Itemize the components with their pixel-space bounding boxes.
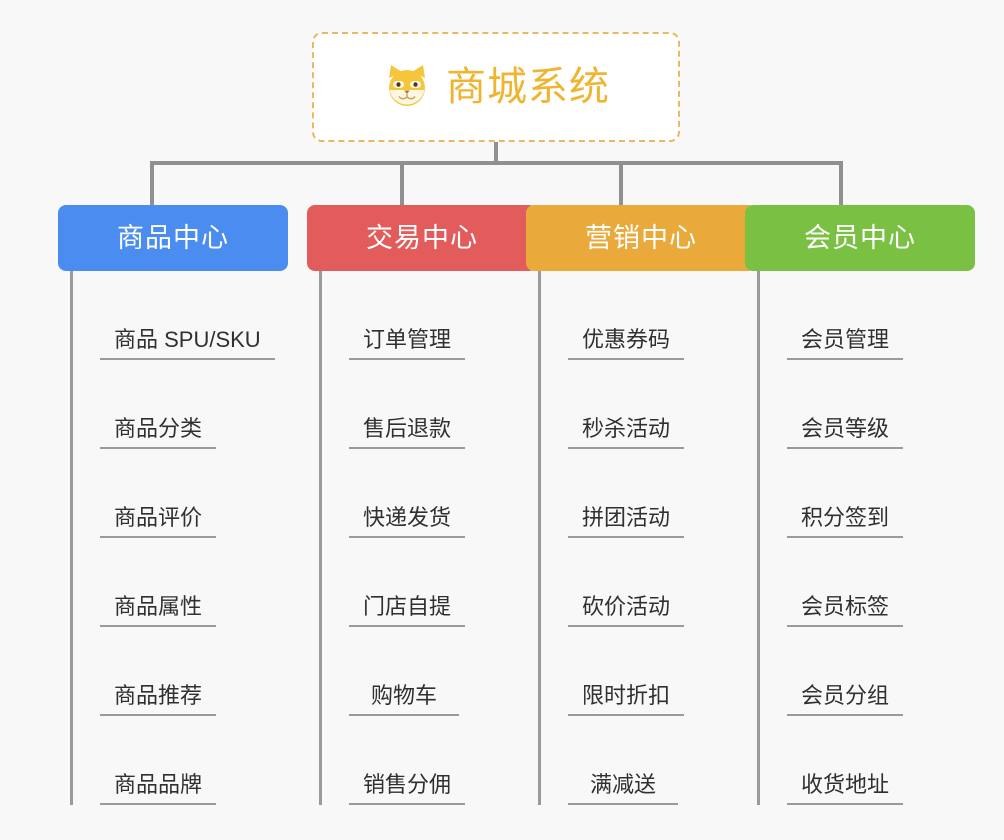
leaf-item[interactable]: 砍价活动 <box>538 538 756 627</box>
leaf-label: 门店自提 <box>363 593 452 619</box>
connector-drop-1 <box>150 161 154 207</box>
leaf-label: 快递发货 <box>363 504 452 530</box>
leaf-label: 秒杀活动 <box>582 415 671 441</box>
branch-column-1: 商品中心 商品 SPU/SKU 商品分类 商品评价 商品属性 商品推荐 商品品牌 <box>58 205 288 805</box>
leaf-label: 售后退款 <box>363 415 452 441</box>
category-box-1[interactable]: 商品中心 <box>58 205 288 271</box>
leaf-item[interactable]: 限时折扣 <box>538 627 756 716</box>
leaf-label: 会员标签 <box>801 593 890 619</box>
leaf-label: 会员等级 <box>801 415 890 441</box>
leaf-item[interactable]: 会员标签 <box>757 538 975 627</box>
leaf-item[interactable]: 收货地址 <box>757 716 975 805</box>
leaf-spine-4 <box>757 271 760 805</box>
leaf-label: 销售分佣 <box>363 771 452 797</box>
leaf-label: 会员分组 <box>801 682 890 708</box>
leaf-item[interactable]: 满减送 <box>538 716 756 805</box>
branch-column-2: 交易中心 订单管理 售后退款 快递发货 门店自提 购物车 销售分佣 <box>307 205 537 805</box>
leaf-label: 拼团活动 <box>582 504 671 530</box>
leaf-label: 优惠券码 <box>582 326 671 352</box>
category-box-2[interactable]: 交易中心 <box>307 205 537 271</box>
connector-drop-3 <box>619 161 623 207</box>
leaf-item[interactable]: 门店自提 <box>319 538 537 627</box>
shiba-dog-face-icon <box>382 62 432 112</box>
leaf-item[interactable]: 秒杀活动 <box>538 360 756 449</box>
leaf-label: 收货地址 <box>801 771 890 797</box>
leaf-item[interactable]: 订单管理 <box>319 271 537 360</box>
leaf-spine-2 <box>319 271 322 805</box>
connector-drop-2 <box>400 161 404 207</box>
root-title: 商城系统 <box>446 65 610 109</box>
leaf-list-4: 会员管理 会员等级 积分签到 会员标签 会员分组 收货地址 <box>757 271 975 805</box>
leaf-label: 会员管理 <box>801 326 890 352</box>
leaf-item[interactable]: 拼团活动 <box>538 449 756 538</box>
leaf-label: 商品 SPU/SKU <box>114 326 261 352</box>
leaf-item[interactable]: 售后退款 <box>319 360 537 449</box>
category-label-2: 交易中心 <box>366 222 478 253</box>
leaf-label: 商品分类 <box>114 415 203 441</box>
leaf-item[interactable]: 快递发货 <box>319 449 537 538</box>
leaf-list-1: 商品 SPU/SKU 商品分类 商品评价 商品属性 商品推荐 商品品牌 <box>70 271 288 805</box>
leaf-label: 购物车 <box>370 682 437 708</box>
branch-column-3: 营销中心 优惠券码 秒杀活动 拼团活动 砍价活动 限时折扣 满减送 <box>526 205 756 805</box>
leaf-label: 商品推荐 <box>114 682 203 708</box>
connector-horizontal-bar <box>150 161 842 165</box>
category-box-3[interactable]: 营销中心 <box>526 205 756 271</box>
leaf-label: 砍价活动 <box>582 593 671 619</box>
leaf-label: 商品评价 <box>114 504 203 530</box>
leaf-item[interactable]: 商品 SPU/SKU <box>70 271 288 360</box>
connector-drop-4 <box>839 161 843 207</box>
leaf-item[interactable]: 会员管理 <box>757 271 975 360</box>
leaf-list-3: 优惠券码 秒杀活动 拼团活动 砍价活动 限时折扣 满减送 <box>538 271 756 805</box>
leaf-item[interactable]: 会员分组 <box>757 627 975 716</box>
leaf-label: 满减送 <box>589 771 656 797</box>
leaf-item[interactable]: 会员等级 <box>757 360 975 449</box>
leaf-label: 积分签到 <box>801 504 890 530</box>
leaf-item[interactable]: 积分签到 <box>757 449 975 538</box>
leaf-item[interactable]: 商品评价 <box>70 449 288 538</box>
leaf-label: 商品品牌 <box>114 771 203 797</box>
leaf-item[interactable]: 销售分佣 <box>319 716 537 805</box>
category-label-3: 营销中心 <box>585 222 697 253</box>
branch-column-4: 会员中心 会员管理 会员等级 积分签到 会员标签 会员分组 收货地址 <box>745 205 975 805</box>
leaf-list-2: 订单管理 售后退款 快递发货 门店自提 购物车 销售分佣 <box>319 271 537 805</box>
leaf-label: 限时折扣 <box>582 682 671 708</box>
leaf-item[interactable]: 优惠券码 <box>538 271 756 360</box>
leaf-label: 订单管理 <box>363 326 452 352</box>
root-node[interactable]: 商城系统 <box>312 32 680 142</box>
leaf-item[interactable]: 商品推荐 <box>70 627 288 716</box>
category-box-4[interactable]: 会员中心 <box>745 205 975 271</box>
leaf-spine-1 <box>70 271 73 805</box>
leaf-spine-3 <box>538 271 541 805</box>
connector-root-stem <box>494 142 498 164</box>
category-label-4: 会员中心 <box>804 222 916 253</box>
leaf-label: 商品属性 <box>114 593 203 619</box>
leaf-item[interactable]: 商品品牌 <box>70 716 288 805</box>
category-label-1: 商品中心 <box>117 222 229 253</box>
leaf-item[interactable]: 商品分类 <box>70 360 288 449</box>
leaf-item[interactable]: 商品属性 <box>70 538 288 627</box>
leaf-item[interactable]: 购物车 <box>319 627 537 716</box>
